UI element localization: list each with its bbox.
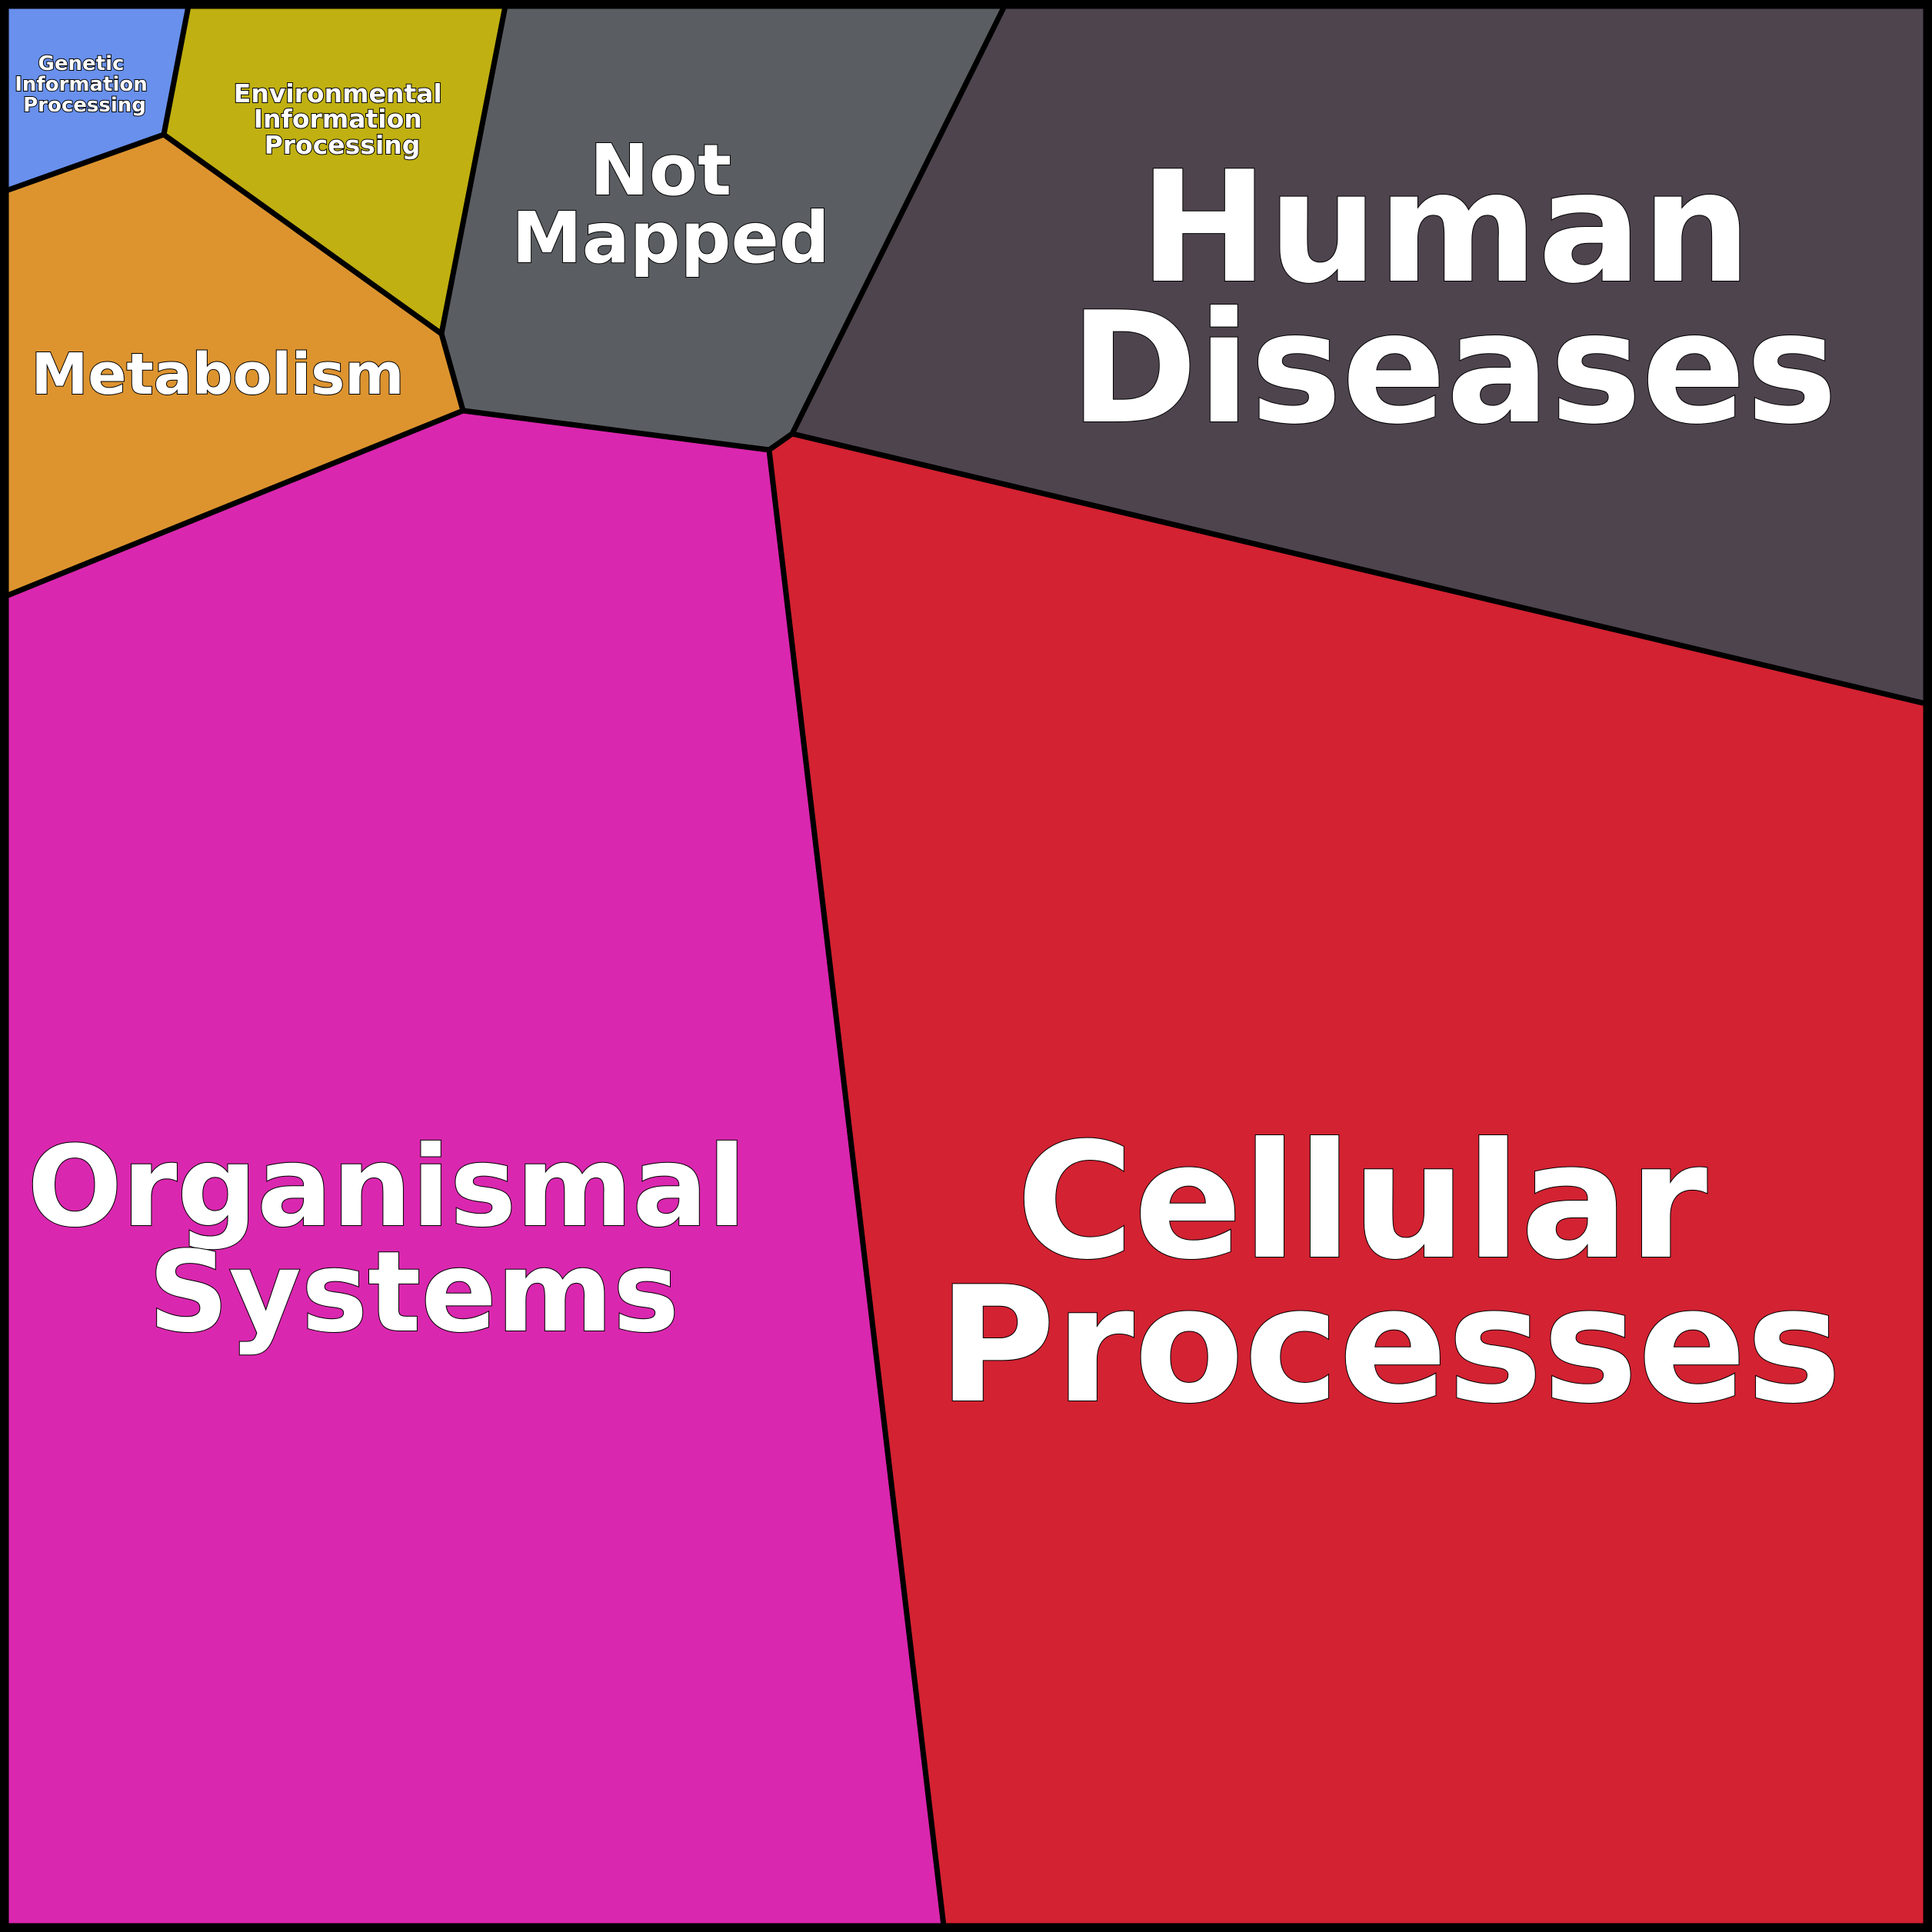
label-human-diseases: Human Diseases — [1070, 138, 1837, 458]
label-organismal-systems: Organismal Systems — [28, 1122, 785, 1357]
label-environmental-information-processing: Environmental Information Processing — [234, 78, 451, 160]
label-metabolism: Metabolism — [32, 341, 405, 408]
label-not-mapped: Not Mapped — [511, 129, 830, 279]
label-genetic-information-processing: Genetic Information Processing — [15, 52, 155, 117]
label-cellular-processes: Cellular Processes — [938, 1109, 1842, 1439]
